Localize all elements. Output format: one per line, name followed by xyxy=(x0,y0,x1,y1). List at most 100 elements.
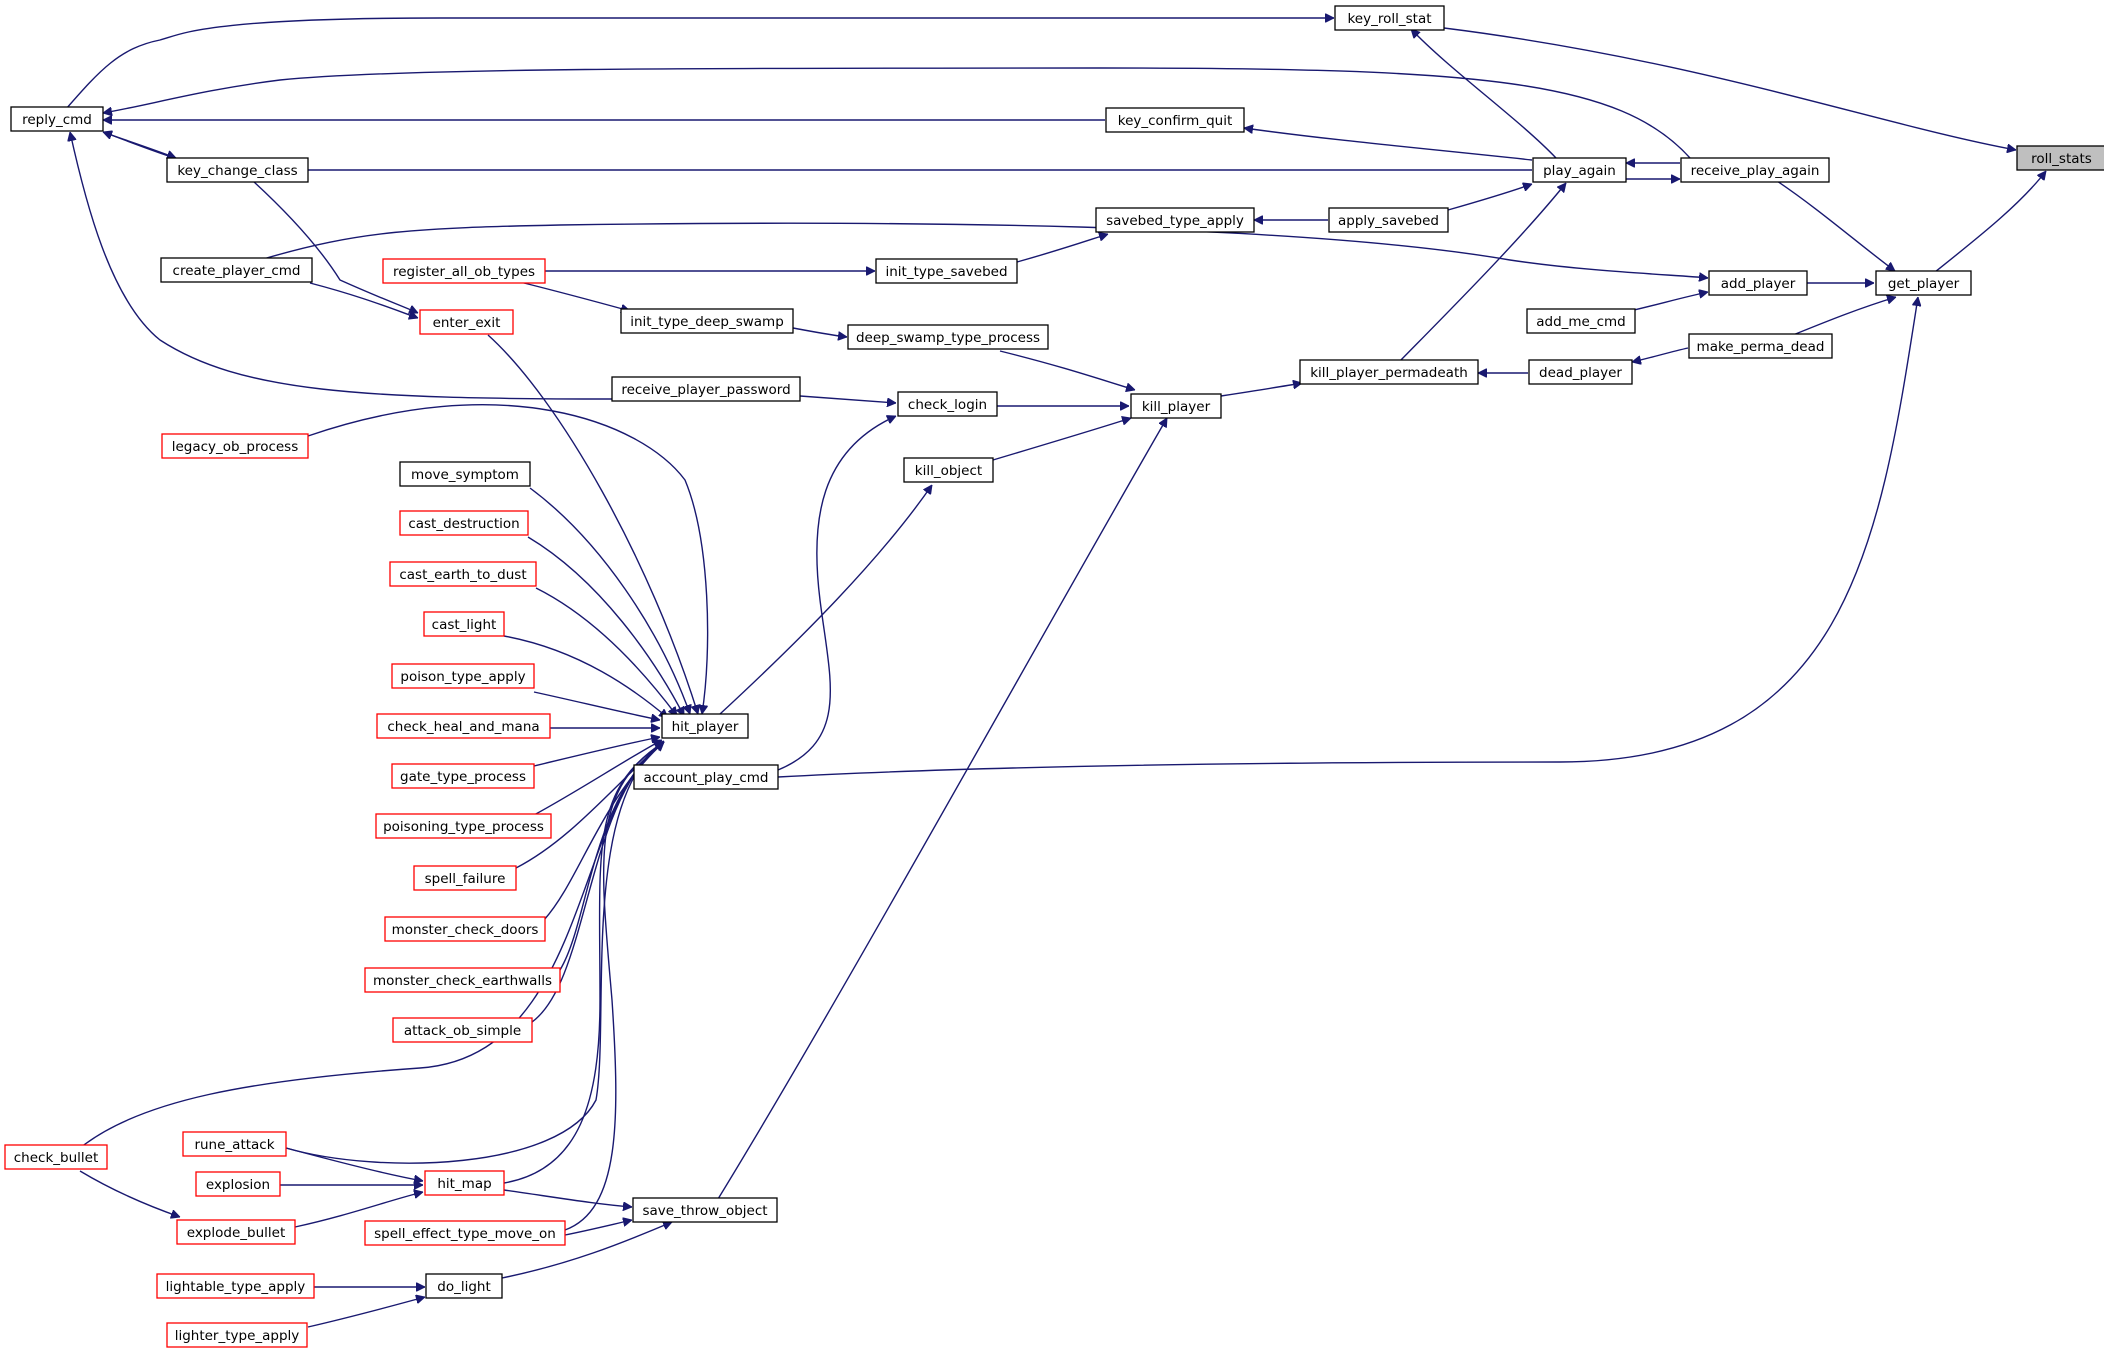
node-dead-player[interactable]: dead_player xyxy=(1528,359,1633,385)
node-enter-exit[interactable]: enter_exit xyxy=(419,309,514,335)
node-label-explosion: explosion xyxy=(206,1177,270,1193)
node-box-poison-type-apply xyxy=(391,663,535,689)
node-init-type-deep-swamp[interactable]: init_type_deep_swamp xyxy=(620,308,794,334)
node-kill-player[interactable]: kill_player xyxy=(1130,393,1222,419)
edge-hit-player-to-kill-object xyxy=(719,485,933,715)
node-explode-bullet[interactable]: explode_bullet xyxy=(176,1219,296,1245)
node-receive-player-password[interactable]: receive_player_password xyxy=(611,376,801,402)
node-reply-cmd[interactable]: reply_cmd xyxy=(10,106,104,132)
node-lighter-type-apply[interactable]: lighter_type_apply xyxy=(166,1322,308,1348)
edge-save-throw-object-to-kill-player xyxy=(717,418,1168,1200)
node-key-confirm-quit[interactable]: key_confirm_quit xyxy=(1105,107,1245,133)
node-box-monster-check-doors xyxy=(384,916,546,942)
node-legacy-ob-process[interactable]: legacy_ob_process xyxy=(161,433,309,459)
node-roll-stats[interactable]: roll_stats xyxy=(2016,145,2104,171)
node-box-cast-earth-to-dust xyxy=(389,561,537,587)
node-label-key-confirm-quit: key_confirm_quit xyxy=(1118,113,1233,129)
node-label-apply-savebed: apply_savebed xyxy=(1338,213,1439,229)
edge-get-player-to-roll-stats xyxy=(1934,171,2046,273)
node-cast-light[interactable]: cast_light xyxy=(423,611,505,637)
node-box-move-symptom xyxy=(399,461,531,487)
edge-legacy-ob-process-to-hit-player xyxy=(307,404,709,714)
edge-add-me-cmd-to-add-player xyxy=(1633,292,1708,311)
node-spell-failure[interactable]: spell_failure xyxy=(413,865,517,891)
edge-cast-earth-to-dust-to-hit-player xyxy=(535,587,677,716)
edge-account-play-cmd-to-check-login xyxy=(777,416,896,771)
edge-play-again-to-key-roll-stat xyxy=(1411,29,1557,159)
node-check-bullet[interactable]: check_bullet xyxy=(4,1144,108,1170)
node-poison-type-apply[interactable]: poison_type_apply xyxy=(391,663,535,689)
node-label-roll-stats: roll_stats xyxy=(2031,151,2092,167)
edge-cast-destruction-to-hit-player xyxy=(527,536,685,716)
node-box-roll-stats xyxy=(2016,145,2104,171)
node-spell-effect-type-move-on[interactable]: spell_effect_type_move_on xyxy=(364,1220,566,1246)
node-apply-savebed[interactable]: apply_savebed xyxy=(1328,207,1449,233)
node-hit-player[interactable]: hit_player xyxy=(661,713,749,739)
node-kill-object[interactable]: kill_object xyxy=(903,457,994,483)
node-monster-check-doors[interactable]: monster_check_doors xyxy=(384,916,546,942)
node-box-play-again xyxy=(1532,157,1627,183)
node-box-hit-player xyxy=(661,713,749,739)
node-get-player[interactable]: get_player xyxy=(1875,270,1972,296)
node-label-move-symptom: move_symptom xyxy=(411,467,519,483)
node-box-add-me-cmd xyxy=(1526,308,1636,334)
node-explosion[interactable]: explosion xyxy=(195,1171,281,1197)
node-save-throw-object[interactable]: save_throw_object xyxy=(632,1197,778,1223)
edge-rune-attack-to-hit-map xyxy=(285,1147,423,1181)
node-box-rune-attack xyxy=(182,1131,287,1157)
node-label-make-perma-dead: make_perma_dead xyxy=(1697,339,1825,355)
node-hit-map[interactable]: hit_map xyxy=(424,1170,505,1196)
node-key-change-class[interactable]: key_change_class xyxy=(166,157,309,183)
node-box-check-bullet xyxy=(4,1144,108,1170)
node-cast-destruction[interactable]: cast_destruction xyxy=(399,510,529,536)
node-add-me-cmd[interactable]: add_me_cmd xyxy=(1526,308,1636,334)
node-make-perma-dead[interactable]: make_perma_dead xyxy=(1688,333,1833,359)
node-move-symptom[interactable]: move_symptom xyxy=(399,461,531,487)
node-box-gate-type-process xyxy=(391,763,535,789)
node-box-register-all-ob-types xyxy=(382,258,546,284)
node-box-account-play-cmd xyxy=(633,764,779,790)
node-add-player[interactable]: add_player xyxy=(1708,270,1808,296)
node-init-type-savebed[interactable]: init_type_savebed xyxy=(875,258,1018,284)
node-do-light[interactable]: do_light xyxy=(425,1273,503,1299)
node-create-player-cmd[interactable]: create_player_cmd xyxy=(160,257,313,283)
node-savebed-type-apply[interactable]: savebed_type_apply xyxy=(1095,207,1255,233)
node-attack-ob-simple[interactable]: attack_ob_simple xyxy=(392,1017,533,1043)
node-label-register-all-ob-types: register_all_ob_types xyxy=(393,264,535,280)
edge-reply-cmd-to-key-roll-stat xyxy=(65,18,1334,110)
node-box-do-light xyxy=(425,1273,503,1299)
node-box-key-confirm-quit xyxy=(1105,107,1245,133)
node-label-get-player: get_player xyxy=(1888,276,1960,292)
node-gate-type-process[interactable]: gate_type_process xyxy=(391,763,535,789)
edge-spell-effect-to-hit-player xyxy=(564,741,664,1231)
node-kill-player-permadeath[interactable]: kill_player_permadeath xyxy=(1299,359,1479,385)
node-box-check-login xyxy=(897,391,998,417)
node-box-get-player xyxy=(1875,270,1972,296)
node-register-all-ob-types[interactable]: register_all_ob_types xyxy=(382,258,546,284)
node-monster-check-earthwalls[interactable]: monster_check_earthwalls xyxy=(364,967,561,993)
node-cast-earth-to-dust[interactable]: cast_earth_to_dust xyxy=(389,561,537,587)
node-rune-attack[interactable]: rune_attack xyxy=(182,1131,287,1157)
node-play-again[interactable]: play_again xyxy=(1532,157,1627,183)
node-receive-play-again[interactable]: receive_play_again xyxy=(1680,157,1830,183)
edge-create-player-cmd-to-enter-exit xyxy=(309,282,418,318)
node-poisoning-type-process[interactable]: poisoning_type_process xyxy=(375,813,552,839)
node-lightable-type-apply[interactable]: lightable_type_apply xyxy=(156,1273,315,1299)
node-account-play-cmd[interactable]: account_play_cmd xyxy=(633,764,779,790)
edge-init-type-savebed-to-savebed-type-apply xyxy=(1016,234,1108,263)
node-label-rune-attack: rune_attack xyxy=(194,1137,274,1153)
node-box-make-perma-dead xyxy=(1688,333,1833,359)
edge-kill-object-to-kill-player xyxy=(992,418,1131,461)
node-label-add-player: add_player xyxy=(1721,276,1796,292)
node-label-receive-play-again: receive_play_again xyxy=(1691,163,1820,179)
node-deep-swamp-type-process[interactable]: deep_swamp_type_process xyxy=(847,324,1049,350)
edge-apply-savebed-to-play-again xyxy=(1447,184,1532,211)
node-check-heal-and-mana[interactable]: check_heal_and_mana xyxy=(376,713,551,739)
node-box-key-roll-stat xyxy=(1334,5,1445,31)
edge-cast-light-to-hit-player xyxy=(503,635,668,718)
node-label-monster-check-doors: monster_check_doors xyxy=(392,922,539,938)
node-key-roll-stat[interactable]: key_roll_stat xyxy=(1334,5,1445,31)
node-check-login[interactable]: check_login xyxy=(897,391,998,417)
node-label-kill-player: kill_player xyxy=(1142,399,1211,415)
